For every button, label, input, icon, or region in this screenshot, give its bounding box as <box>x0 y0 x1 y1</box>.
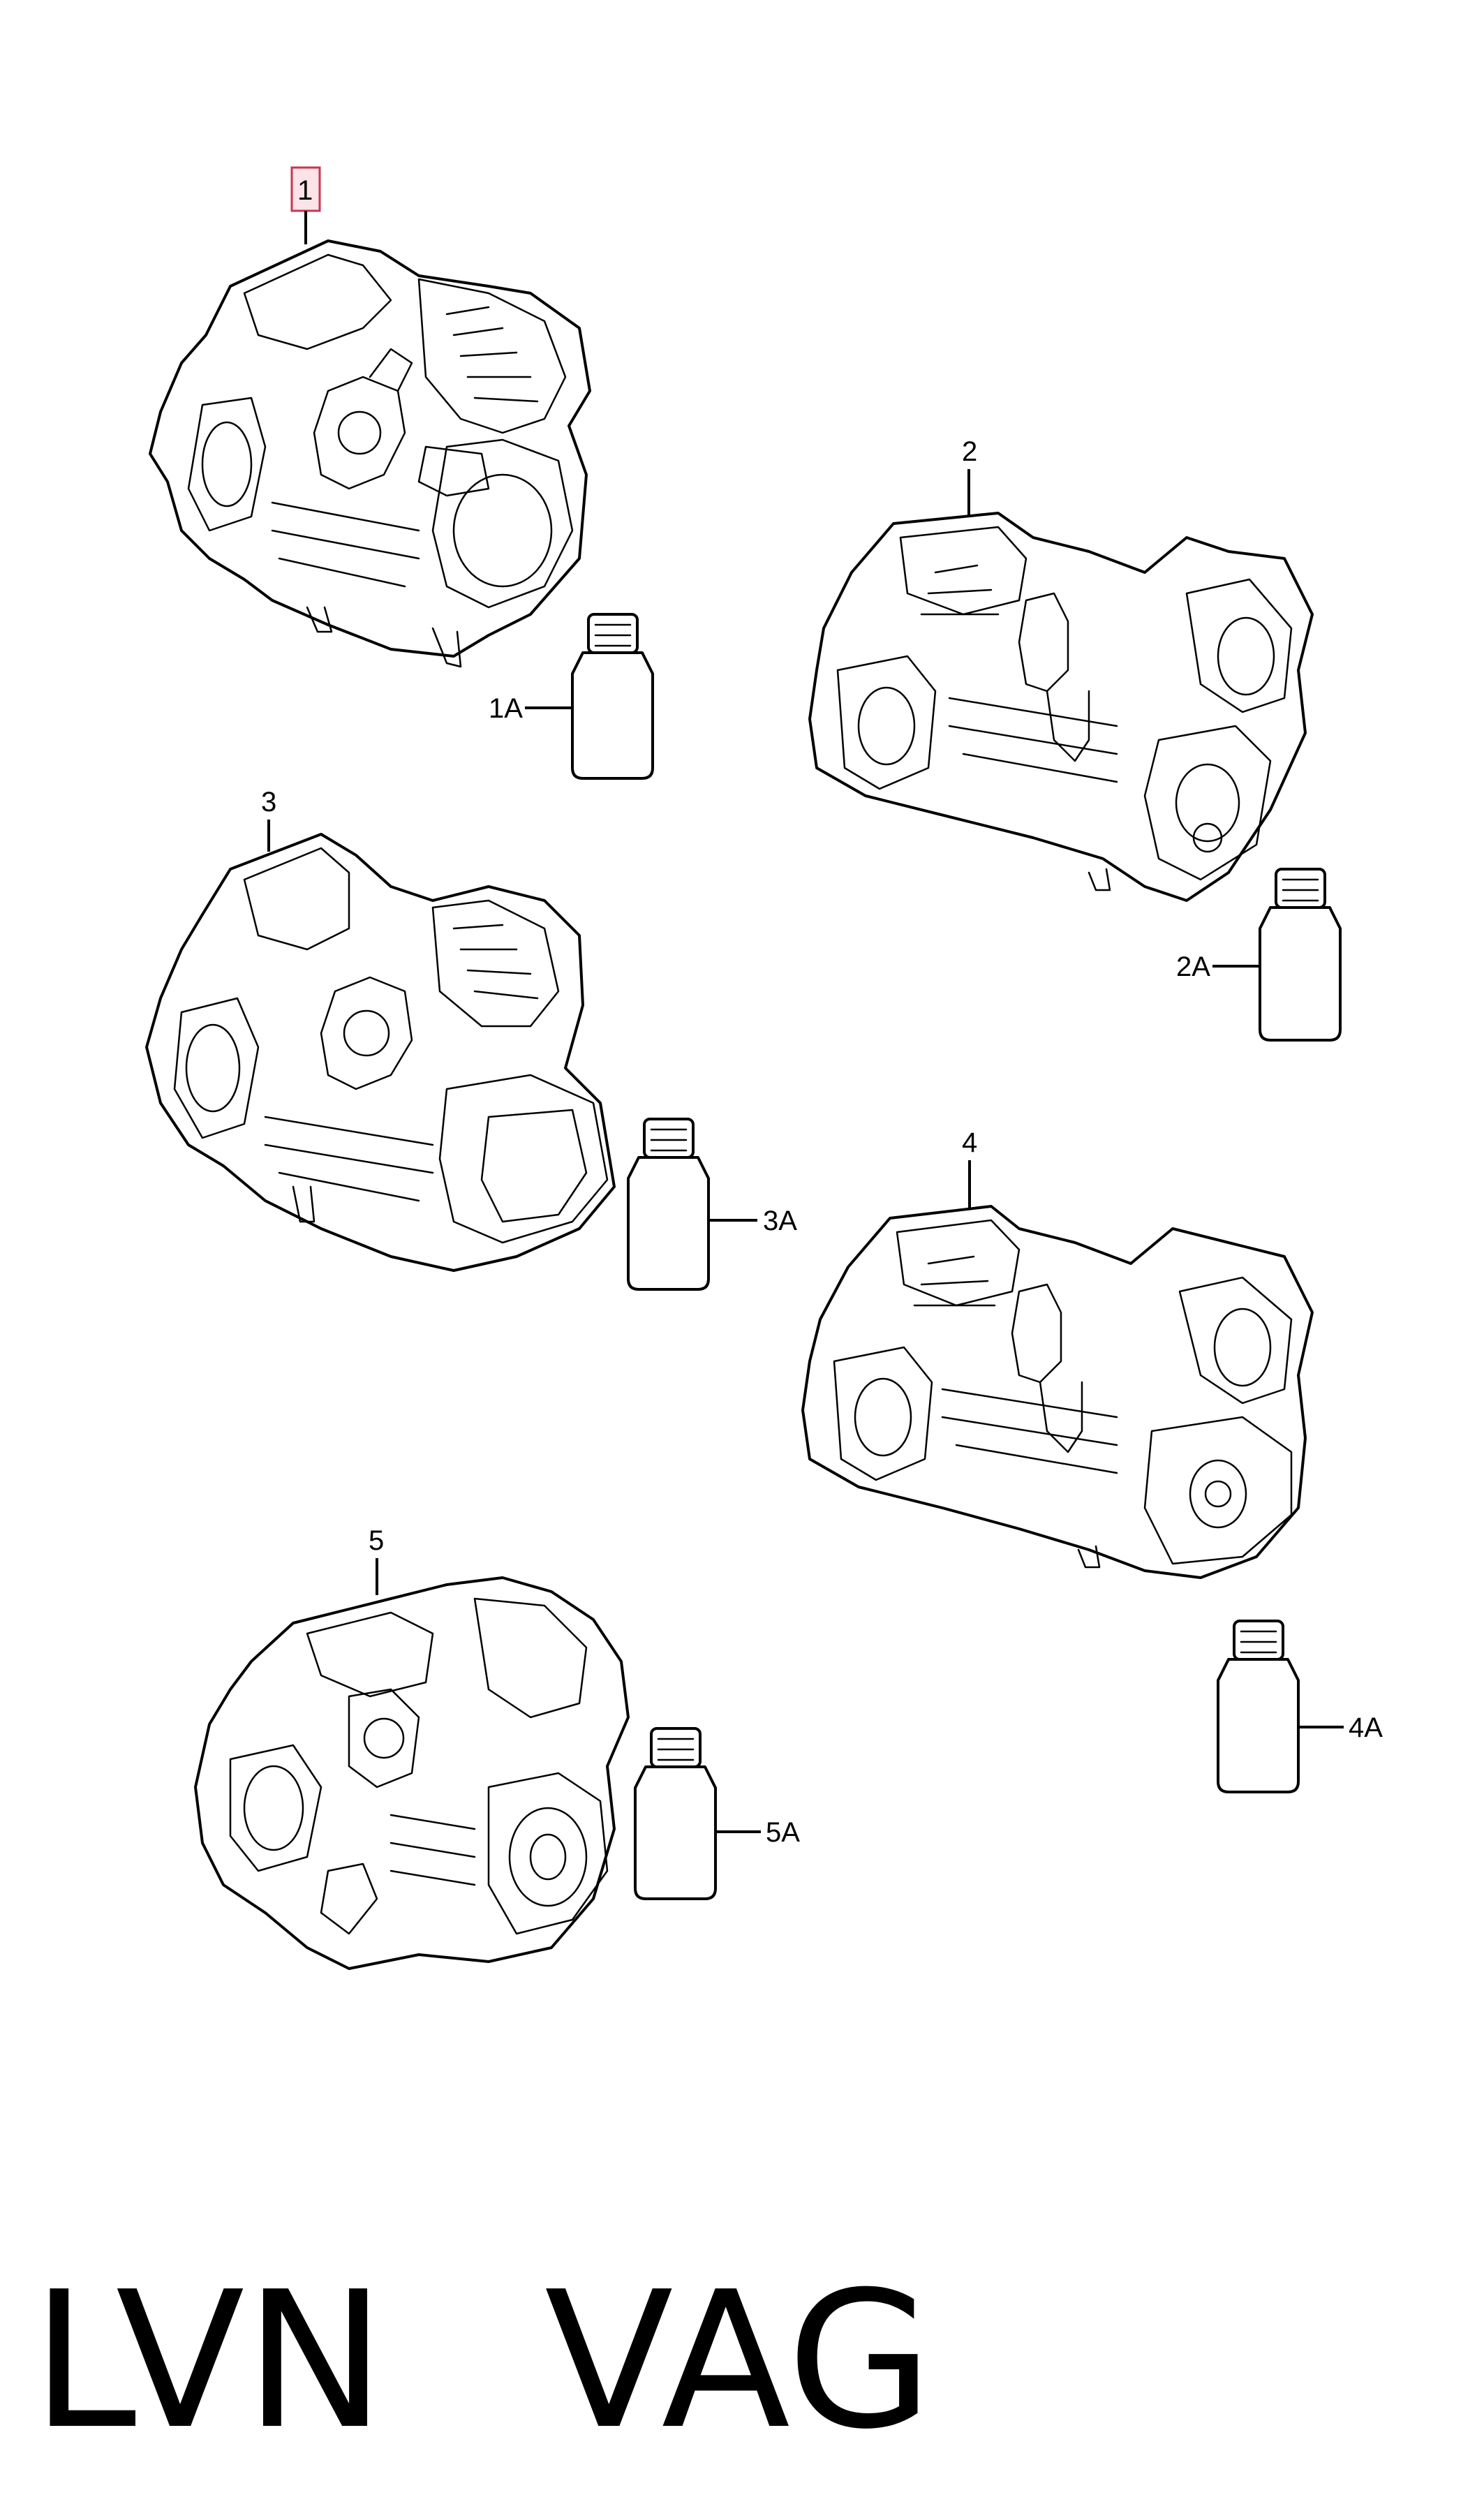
oil-bottle-2a[interactable] <box>1259 868 1342 1042</box>
callout-3a-label: 3A <box>763 1206 797 1236</box>
callout-4[interactable]: 4 <box>962 1127 977 1208</box>
callout-3a[interactable]: 3A <box>708 1206 797 1236</box>
callout-2a[interactable]: 2A <box>1176 951 1260 982</box>
callout-2-label: 2 <box>962 436 977 467</box>
callout-4a[interactable]: 4A <box>1298 1712 1383 1743</box>
callout-2a-label: 2A <box>1176 951 1210 982</box>
callout-5a-label: 5A <box>766 1817 800 1848</box>
gearbox-3[interactable] <box>145 833 616 1272</box>
callout-3[interactable]: 3 <box>261 787 276 852</box>
oil-bottle-4a[interactable] <box>1217 1620 1300 1793</box>
footer-code-left: LVN <box>31 2251 385 2471</box>
callout-1-highlight-box <box>290 166 321 212</box>
callout-5a[interactable]: 5A <box>715 1817 800 1848</box>
gearbox-5[interactable] <box>194 1576 630 1970</box>
callout-1[interactable]: 1 <box>290 166 321 244</box>
callout-1-label: 1 <box>297 175 313 206</box>
callout-1a-label: 1A <box>489 693 523 724</box>
callout-5[interactable]: 5 <box>369 1525 384 1595</box>
callout-4-label: 4 <box>962 1127 977 1158</box>
oil-bottle-5a[interactable] <box>634 1727 717 1900</box>
gearbox-1[interactable] <box>149 239 591 668</box>
gearbox-2[interactable] <box>808 512 1314 902</box>
callout-1a[interactable]: 1A <box>489 693 572 724</box>
oil-bottle-1a[interactable] <box>571 613 654 780</box>
callout-2[interactable]: 2 <box>962 436 977 517</box>
oil-bottle-3a[interactable] <box>627 1118 710 1291</box>
footer-code-right: VAG <box>544 2251 933 2471</box>
callout-5-label: 5 <box>369 1525 384 1556</box>
callout-4a-label: 4A <box>1349 1712 1383 1743</box>
callout-3-label: 3 <box>261 787 276 817</box>
gearbox-4[interactable] <box>801 1205 1314 1579</box>
